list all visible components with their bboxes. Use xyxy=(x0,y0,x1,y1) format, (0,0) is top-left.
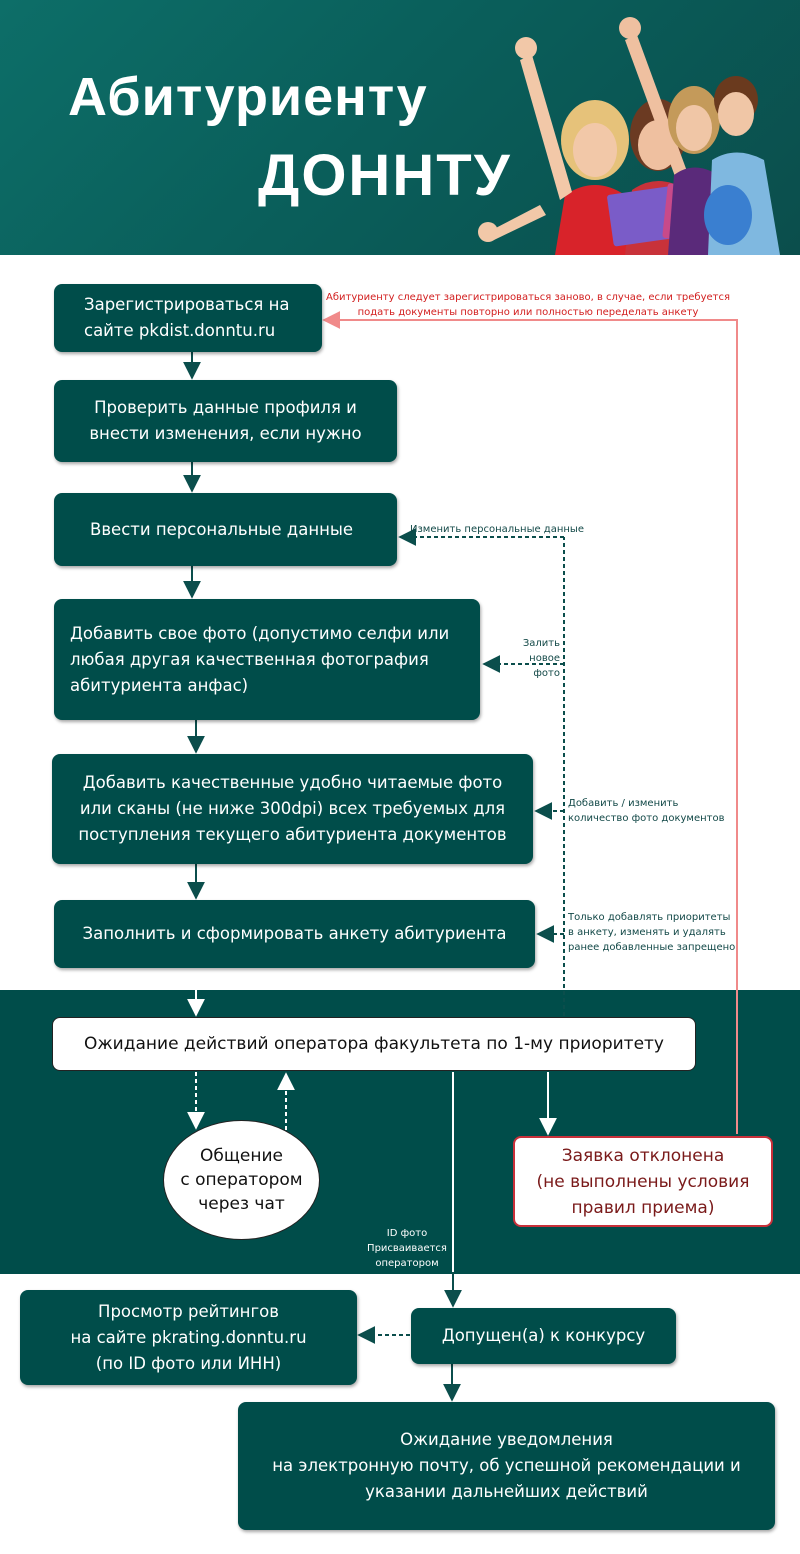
add-documents-step: Добавить качественные удобно читаемые фо… xyxy=(52,754,533,864)
waiting-operator-step-label: Ожидание действий оператора факультета п… xyxy=(83,1034,664,1054)
check-profile-step: Проверить данные профиля и внести измене… xyxy=(54,380,397,462)
register-step-label: Зарегистрироваться на сайте pkdist.donnt… xyxy=(84,295,290,340)
chat-with-operator-label: Общение с оператором через чат xyxy=(180,1146,303,1214)
personal-data-step-label: Ввести персональные данные xyxy=(90,519,354,539)
new-photo-note: Залить новое фото xyxy=(522,638,560,679)
ratings-step-label: Просмотр рейтингов на сайте pkrating.don… xyxy=(70,1301,307,1373)
application-rejected: Заявка отклонена (не выполнены условия п… xyxy=(513,1136,773,1227)
add-photo-step-label: Добавить свое фото (допустимо селфи или … xyxy=(70,623,450,695)
students-photo xyxy=(478,17,780,255)
add-documents-step-label: Добавить качественные удобно читаемые фо… xyxy=(78,773,507,844)
personal-data-step: Ввести персональные данные xyxy=(54,493,397,566)
admitted-step-label: Допущен(а) к конкурсу xyxy=(441,1326,646,1345)
title-line-2: ДОННТУ xyxy=(258,143,512,208)
change-personal-note: Изменить персональные данные xyxy=(410,524,584,535)
change-docs-note: Добавить / изменить количество фото доку… xyxy=(568,798,725,824)
notification-step-label: Ожидание уведомления на электронную почт… xyxy=(272,1430,741,1501)
application-rejected-label: Заявка отклонена (не выполнены условия п… xyxy=(536,1145,750,1218)
check-profile-step-label: Проверить данные профиля и внести измене… xyxy=(89,398,362,443)
priorities-note: Только добавлять приоритеты в анкету, из… xyxy=(568,912,736,953)
admitted-step: Допущен(а) к конкурсу xyxy=(411,1308,676,1364)
reregister-note: Абитуриенту следует зарегистрироваться з… xyxy=(325,292,731,318)
ratings-step: Просмотр рейтингов на сайте pkrating.don… xyxy=(20,1290,357,1385)
fill-form-step: Заполнить и сформировать анкету абитурие… xyxy=(54,900,535,968)
register-step: Зарегистрироваться на сайте pkdist.donnt… xyxy=(54,284,322,352)
title-line-1: Абитуриенту xyxy=(68,67,428,127)
add-photo-step: Добавить свое фото (допустимо селфи или … xyxy=(54,599,480,720)
id-photo-note: ID фото Присваивается оператором xyxy=(367,1228,447,1269)
waiting-operator-step: Ожидание действий оператора факультета п… xyxy=(52,1017,696,1071)
fill-form-step-label: Заполнить и сформировать анкету абитурие… xyxy=(82,924,507,943)
chat-with-operator: Общение с оператором через чат xyxy=(163,1120,320,1240)
header-banner: Абитуриенту ДОННТУ xyxy=(0,0,800,255)
notification-step: Ожидание уведомления на электронную почт… xyxy=(238,1402,775,1530)
